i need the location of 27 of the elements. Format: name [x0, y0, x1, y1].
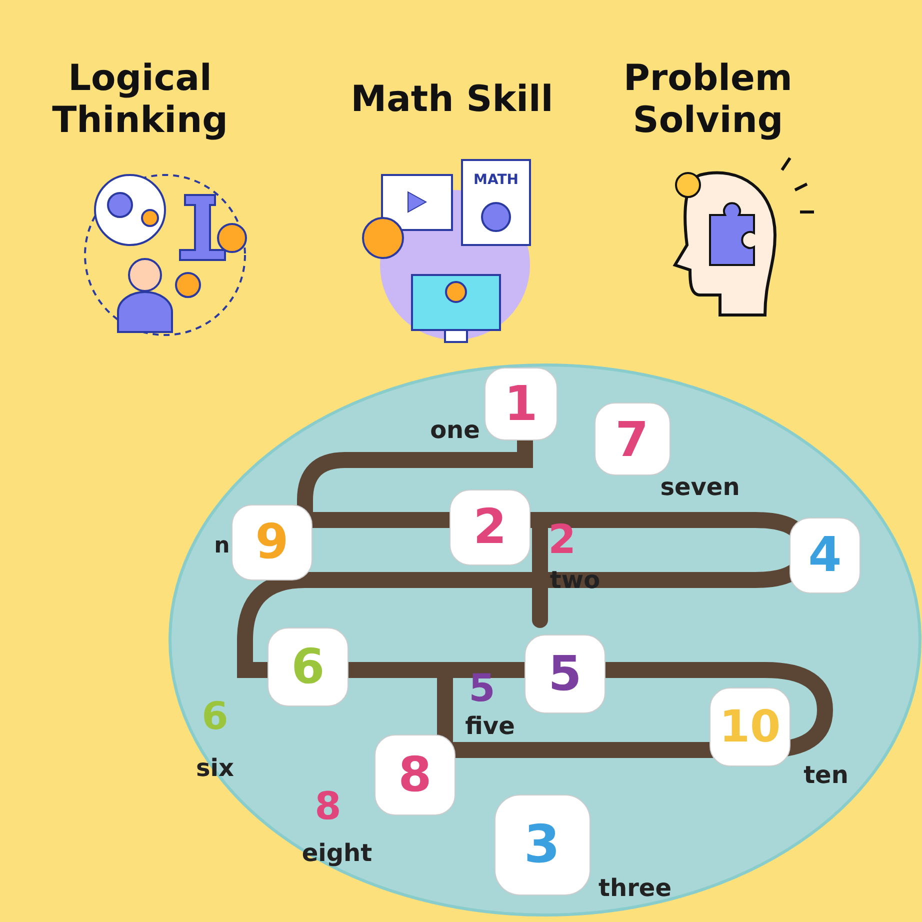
piece-number: 8 [398, 747, 432, 803]
number-word: seven [660, 473, 740, 501]
piece-number: 4 [808, 527, 842, 583]
piece-number: 10 [719, 702, 781, 752]
number-word: five [465, 712, 515, 740]
number-word: one [430, 416, 480, 444]
number-word: ten [804, 761, 848, 789]
board-number: 6 [202, 694, 228, 738]
heading: Math Skill [350, 79, 554, 121]
board-number: 8 [314, 784, 342, 828]
number-word: six [196, 754, 234, 782]
heading: Problem Solving [622, 58, 794, 142]
piece-number: 5 [548, 646, 582, 702]
icon-text: MATH [474, 172, 518, 188]
board-number: 5 [468, 666, 496, 710]
board-number: 2 [548, 517, 576, 563]
number-word: eight [302, 839, 372, 867]
piece-number: 1 [504, 376, 538, 432]
piece-number: 3 [524, 815, 560, 875]
number-word: three [598, 874, 672, 902]
heading: Logical Thinking [51, 58, 229, 142]
piece-number: 2 [473, 499, 507, 555]
piece-number: 9 [255, 514, 289, 570]
number-word: n [214, 534, 230, 558]
piece-number: 7 [615, 412, 649, 468]
number-word: two [550, 566, 600, 594]
piece-number: 6 [291, 639, 325, 695]
